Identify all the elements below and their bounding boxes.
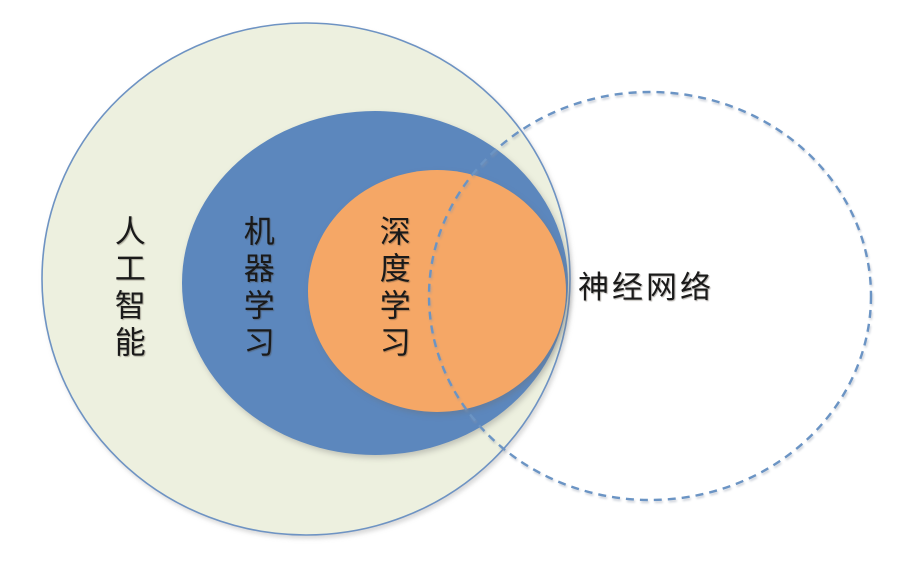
nn-label: 神经网络 (578, 270, 714, 306)
dl-label: 深度学习 (373, 215, 410, 363)
dl-circle (308, 170, 566, 412)
ml-label: 机器学习 (237, 215, 274, 363)
ai-label: 人工智能 (108, 215, 145, 363)
nn-dashed-circle (427, 90, 873, 502)
